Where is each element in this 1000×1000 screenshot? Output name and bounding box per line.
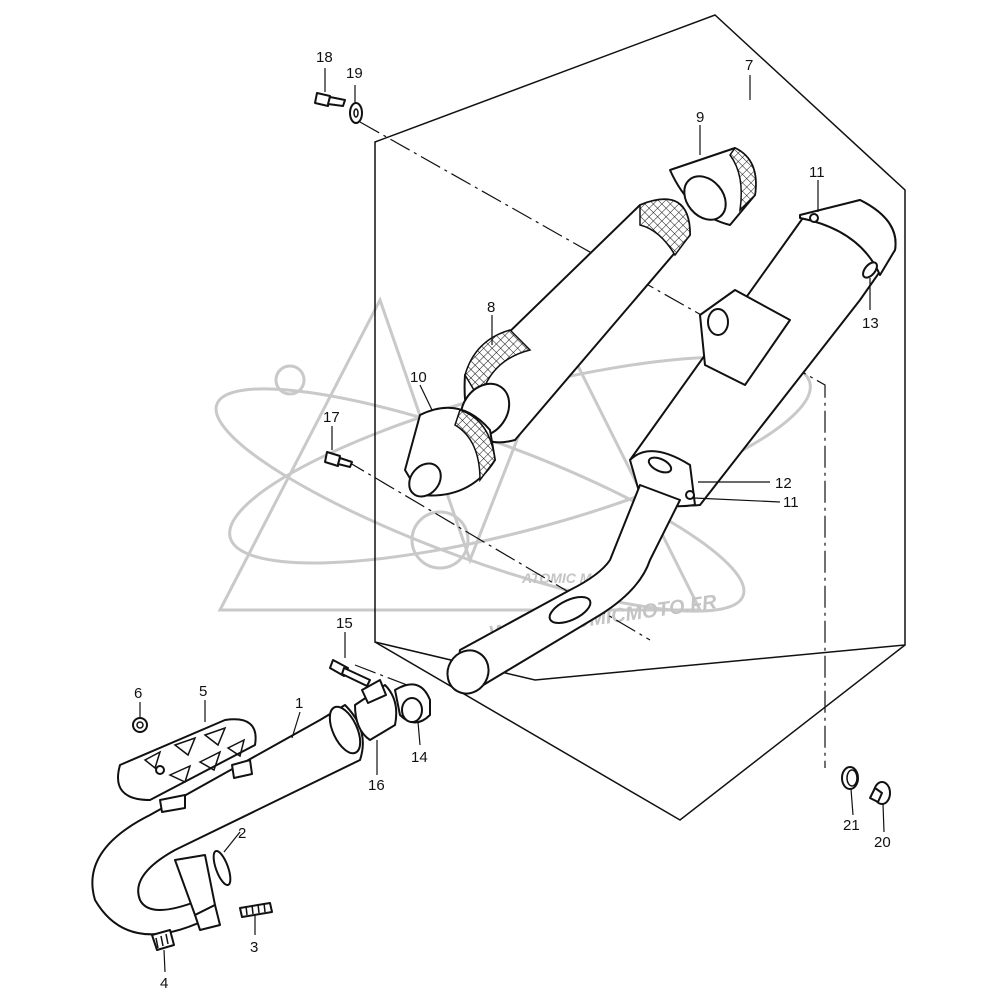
bolt-18-shank [327,96,346,107]
assembly-line-15 [354,664,421,691]
clamp-16 [354,679,398,741]
heat-shield-vents [143,726,246,784]
bolt-15 [329,659,371,687]
mount-bracket-hole [707,308,729,336]
callout-9: 9 [696,109,704,126]
assembly-box-bottom [374,641,906,821]
callout-11-upper: 11 [809,164,825,181]
exhaust-pipe-1 [91,704,364,936]
bolt-18 [314,92,346,107]
bolt-15-shank [341,667,371,687]
nut-6-hole [136,721,144,729]
mid-pipe-window [548,596,592,624]
clamp-bolt-lug [361,679,387,704]
washer-19-body [349,102,363,124]
stud-bolt-3 [239,902,273,918]
muffler-assembly [446,199,897,695]
callout-4: 4 [160,975,168,992]
callout-12: 12 [775,475,792,492]
bolt-20-shank [869,787,883,803]
watermark-orbit-2 [214,387,746,613]
callout-17: 17 [323,409,340,426]
washer-19 [349,102,363,124]
callout-5: 5 [199,683,207,700]
heat-shield-clip-1 [159,794,186,813]
end-cap-mesh [729,147,757,213]
nut-4 [151,929,175,951]
assembly-7-box [374,14,906,821]
callout-labels: 18 19 7 9 11 13 8 10 17 12 11 15 1 5 6 2… [134,49,891,992]
nut-6-body [132,717,148,733]
heat-shield-clip-2 [231,759,253,779]
end-cap-opening [683,175,727,221]
bolt-17 [324,451,353,468]
washer-19-hole [353,108,359,118]
exhaust-pipe-outlet [328,705,362,755]
sleeve-end-mesh [639,198,691,257]
callout-1: 1 [295,695,303,712]
gasket-14 [394,683,431,724]
callout-8: 8 [487,299,495,316]
washer-21 [841,766,859,790]
washer-21-outer [841,766,859,790]
mid-pipe [458,484,681,691]
muffler-sleeve-8 [459,198,691,444]
callout-16: 16 [368,777,385,794]
gasket-14-opening [401,697,423,723]
nut-knurl [155,933,169,949]
inlet-cap-10 [404,406,496,498]
stud-bolt-threads [245,902,266,916]
bolt-17-head [324,451,341,467]
callout-21: 21 [843,817,860,834]
end-cap-9 [669,147,757,226]
callout-7: 7 [745,57,753,74]
watermark-logo-circle [410,510,470,570]
callout-6: 6 [134,685,142,702]
callout-11-lower: 11 [783,494,799,511]
heat-shield-bolt-hole [155,765,165,775]
rivet-11-upper [809,213,819,223]
washer-21-inner [846,769,858,787]
callout-19: 19 [346,65,363,82]
callout-2: 2 [238,825,246,842]
gasket-ring [212,849,232,887]
inlet-cap-opening [408,462,442,498]
heat-shield-body [117,718,257,801]
mid-pipe-inlet [446,649,490,695]
callout-18: 18 [316,49,333,66]
rivet-11-lower [685,490,695,500]
rivet-13 [862,261,878,279]
bolt-17-shank [337,457,353,468]
leader-lines [139,68,885,973]
watermark-logo-dot [274,364,306,396]
rivet-12 [647,456,673,474]
callout-13: 13 [862,315,879,332]
stud-bolt-body [239,902,273,918]
callout-15: 15 [336,615,353,632]
nut-6 [132,717,148,733]
bolt-18-head [314,92,331,107]
exhaust-flange-tab [194,904,221,931]
gasket-2 [212,849,232,887]
inlet-cap-mesh [454,409,496,483]
callout-10: 10 [410,369,427,386]
assembly-line-18 [359,121,826,768]
bolt-20 [869,781,891,805]
callout-14: 14 [411,749,428,766]
callout-20: 20 [874,834,891,851]
callout-3: 3 [250,939,258,956]
muffler-end-cap [799,199,897,276]
heat-shield-5 [117,718,257,813]
watermark-logo-shape [217,296,703,612]
